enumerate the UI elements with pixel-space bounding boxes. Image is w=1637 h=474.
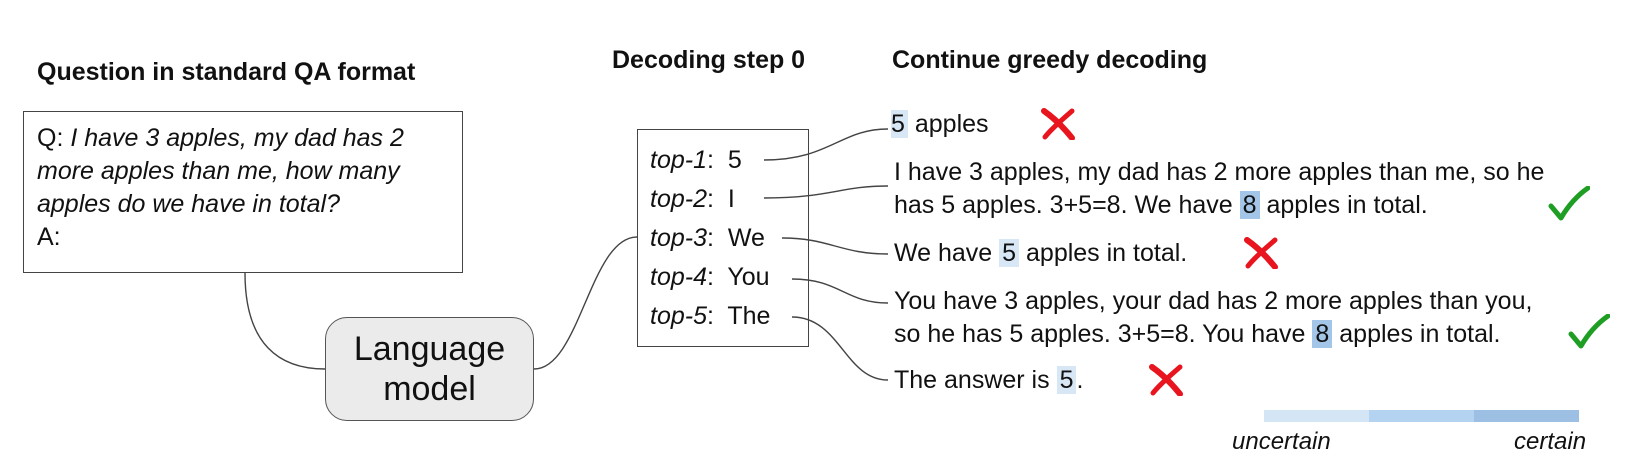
path-text: The answer is bbox=[894, 366, 1057, 394]
path-text-line-2: has 5 apples. 3+5=8. We have bbox=[894, 191, 1240, 219]
token: You bbox=[727, 263, 770, 291]
rank-label: top-3 bbox=[650, 224, 707, 252]
top-k-row-4: top-4: You bbox=[650, 263, 770, 291]
path-text-line-1: You have 3 apples, your dad has 2 more a… bbox=[894, 287, 1533, 315]
path-text: We have bbox=[894, 239, 1000, 267]
certain-label: certain bbox=[1514, 428, 1587, 455]
decoding-path-4: You have 3 apples, your dad has 2 more a… bbox=[894, 285, 1532, 351]
top3-connector bbox=[781, 237, 889, 255]
path-text-line-2: so he has 5 apples. 3+5=8. You have bbox=[894, 320, 1313, 348]
top-k-row-2: top-2: I bbox=[650, 185, 735, 213]
model-label-line-1: Language bbox=[353, 330, 506, 368]
question-to-model-connector bbox=[244, 272, 326, 370]
path-text-end: apples in total. bbox=[1019, 239, 1188, 267]
path-text-line-1: I have 3 apples, my dad has 2 more apple… bbox=[894, 158, 1545, 186]
top-k-row-1: top-1: 5 bbox=[650, 146, 742, 174]
answer-highlight: 5 bbox=[891, 110, 908, 138]
decoding-step-heading: Decoding step 0 bbox=[612, 46, 806, 74]
top-k-row-3: top-3: We bbox=[650, 224, 765, 252]
decoding-path-1: 5 apples bbox=[891, 108, 989, 141]
top1-connector bbox=[763, 128, 889, 161]
model-to-topk-connector bbox=[533, 236, 638, 370]
language-model-box: Language model bbox=[325, 317, 534, 421]
cross-icon bbox=[1041, 108, 1075, 140]
decoding-path-2: I have 3 apples, my dad has 2 more apple… bbox=[894, 156, 1544, 222]
answer-highlight: 8 bbox=[1239, 191, 1260, 219]
path-text: apples bbox=[907, 110, 989, 138]
question-text-line-2: more apples than me, how many bbox=[37, 157, 400, 185]
question-heading: Question in standard QA format bbox=[37, 58, 416, 86]
rank-label: top-4 bbox=[650, 263, 707, 291]
token: I bbox=[727, 185, 735, 213]
decoding-path-5: The answer is 5. bbox=[894, 364, 1083, 397]
certainty-scale-mid bbox=[1369, 410, 1474, 422]
answer-prefix: A: bbox=[37, 223, 61, 251]
answer-highlight: 5 bbox=[999, 239, 1020, 267]
top4-connector bbox=[791, 278, 889, 304]
top-k-row-5: top-5: The bbox=[650, 302, 771, 330]
top-k-box: top-1: 5 top-2: I top-3: We top-4: You t… bbox=[637, 129, 809, 347]
certainty-scale-high bbox=[1474, 410, 1579, 422]
token: The bbox=[727, 302, 771, 330]
path-text-end: . bbox=[1076, 366, 1084, 394]
q-prefix: Q: bbox=[37, 124, 71, 152]
checkmark-icon bbox=[1568, 314, 1610, 349]
token: We bbox=[727, 224, 765, 252]
path-text-line-2-end: apples in total. bbox=[1259, 191, 1428, 219]
question-text-line-1: I have 3 apples, my dad has 2 bbox=[70, 124, 404, 152]
question-text-line-3: apples do we have in total? bbox=[37, 190, 340, 218]
rank-label: top-2 bbox=[650, 185, 707, 213]
checkmark-icon bbox=[1548, 186, 1590, 221]
answer-highlight: 8 bbox=[1312, 320, 1333, 348]
top5-connector bbox=[791, 316, 889, 381]
uncertain-label: uncertain bbox=[1232, 428, 1331, 455]
rank-label: top-1 bbox=[650, 146, 707, 174]
answer-highlight: 5 bbox=[1056, 366, 1077, 394]
decoding-path-3: We have 5 apples in total. bbox=[894, 237, 1187, 270]
path-text-line-2-end: apples in total. bbox=[1332, 320, 1501, 348]
model-label-line-2: model bbox=[383, 370, 476, 408]
continue-decoding-heading: Continue greedy decoding bbox=[892, 46, 1208, 74]
certainty-scale-low bbox=[1264, 410, 1369, 422]
rank-label: top-5 bbox=[650, 302, 707, 330]
question-box: Q: I have 3 apples, my dad has 2 more ap… bbox=[23, 111, 463, 273]
cross-icon bbox=[1244, 237, 1278, 269]
token: 5 bbox=[727, 146, 742, 174]
top2-connector bbox=[763, 185, 889, 199]
cross-icon bbox=[1149, 364, 1183, 396]
